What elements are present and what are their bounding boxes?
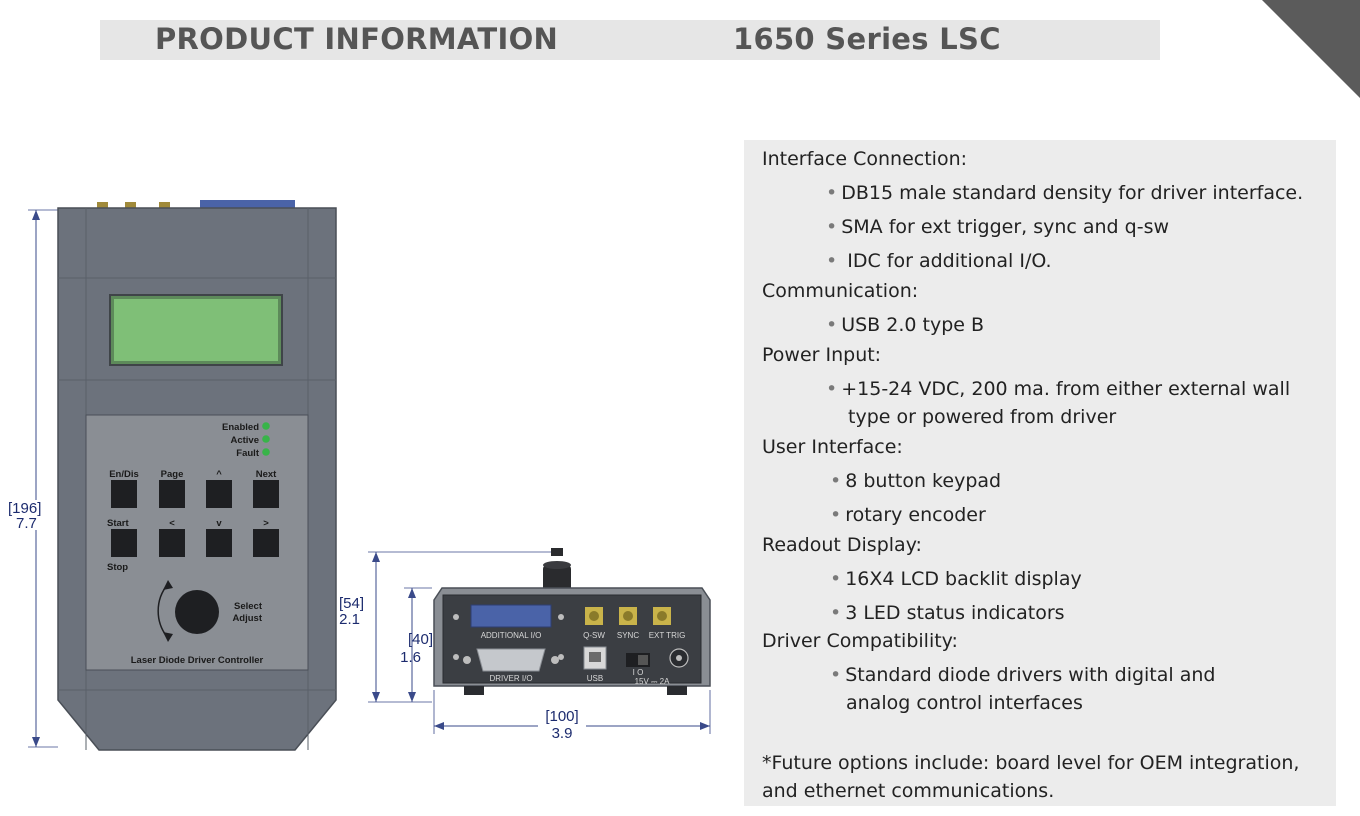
list-item: •8 button keypad [830, 470, 1002, 492]
rear-body-height-in: 1.6 [400, 649, 421, 666]
key-label-down: v [216, 518, 222, 529]
header-product: 1650 Series LSC [733, 22, 1001, 56]
port-label-additional-io: ADDITIONAL I/O [481, 631, 542, 640]
heading-interface-connection: Interface Connection: [762, 148, 968, 170]
list-item: •3 LED status indicators [830, 602, 1065, 624]
list-item: •16X4 LCD backlit display [830, 568, 1082, 590]
led-label-enabled: Enabled [222, 422, 259, 433]
port-label-ext-trig: EXT TRIG [649, 631, 686, 640]
db15-connector [476, 648, 546, 672]
heading-user-interface: User Interface: [762, 436, 903, 458]
key-start-stop [111, 529, 137, 557]
product-drawing: [196] 7.7 Enabled Active Fault En/Dis Pa… [8, 200, 711, 751]
spec-panel [744, 140, 1336, 806]
heading-readout-display: Readout Display: [762, 534, 922, 556]
port-label-power-rating: 15V ⎓ 2A [635, 677, 671, 686]
key-label-page: Page [161, 469, 184, 480]
key-next [253, 480, 279, 508]
key-left [159, 529, 185, 557]
port-label-qsw: Q-SW [583, 631, 605, 640]
rear-width-mm: [100] [545, 708, 578, 725]
key-down [206, 529, 232, 557]
key-label-stop: Stop [107, 562, 128, 573]
list-item: •DB15 male standard density for driver i… [826, 182, 1304, 204]
key-label-en-dis: En/Dis [109, 469, 139, 480]
key-page [159, 480, 185, 508]
future-options-note-line2: and ethernet communications. [762, 780, 1055, 802]
heading-driver-compatibility: Driver Compatibility: [762, 630, 958, 652]
list-item-continuation: type or powered from driver [848, 406, 1117, 428]
key-label-left: < [169, 518, 175, 529]
led-active [262, 435, 270, 443]
list-item: •USB 2.0 type B [826, 314, 985, 336]
rear-width-in: 3.9 [552, 725, 573, 742]
port-label-driver-io: DRIVER I/O [489, 674, 532, 683]
port-label-switch: I O [633, 668, 644, 677]
header-bar [100, 20, 1160, 60]
list-item: •SMA for ext trigger, sync and q-sw [826, 216, 1170, 238]
key-label-start: Start [107, 518, 129, 529]
front-height-in: 7.7 [16, 515, 37, 532]
port-label-usb: USB [587, 674, 603, 683]
key-label-right: > [263, 518, 269, 529]
led-label-fault: Fault [236, 448, 260, 459]
corner-triangle [1262, 0, 1360, 98]
front-view: [196] 7.7 Enabled Active Fault En/Dis Pa… [8, 200, 337, 751]
rear-body-height-mm: [40] [408, 631, 433, 648]
front-height-mm: [196] [8, 500, 41, 517]
header-title: PRODUCT INFORMATION [155, 22, 559, 56]
rear-total-height-in: 2.1 [339, 611, 360, 628]
key-right [253, 529, 279, 557]
future-options-note-line1: *Future options include: board level for… [762, 752, 1300, 774]
heading-communication: Communication: [762, 280, 919, 302]
list-item: •Standard diode drivers with digital and [830, 664, 1216, 686]
list-item: •rotary encoder [830, 504, 986, 526]
list-item: • IDC for additional I/O. [826, 250, 1052, 272]
panel-caption: Laser Diode Driver Controller [131, 655, 264, 666]
key-up [206, 480, 232, 508]
heading-power-input: Power Input: [762, 344, 882, 366]
rear-total-height-mm: [54] [339, 595, 364, 612]
port-label-sync: SYNC [617, 631, 639, 640]
rear-view: [54] 2.1 [40] 1.6 ADDITIONAL I/O Q-SW SY [339, 548, 711, 742]
list-item-continuation: analog control interfaces [846, 692, 1083, 714]
knob-label-select: Select [234, 601, 263, 612]
led-fault [262, 448, 270, 456]
key-label-up: ^ [216, 469, 222, 480]
key-label-next: Next [256, 469, 277, 480]
knob-label-adjust: Adjust [232, 613, 262, 624]
idc-connector [470, 604, 552, 628]
led-enabled [262, 422, 270, 430]
led-label-active: Active [230, 435, 259, 446]
key-en-dis [111, 480, 137, 508]
list-item: •+15-24 VDC, 200 ma. from either externa… [826, 378, 1291, 400]
rotary-encoder-knob [175, 590, 219, 634]
